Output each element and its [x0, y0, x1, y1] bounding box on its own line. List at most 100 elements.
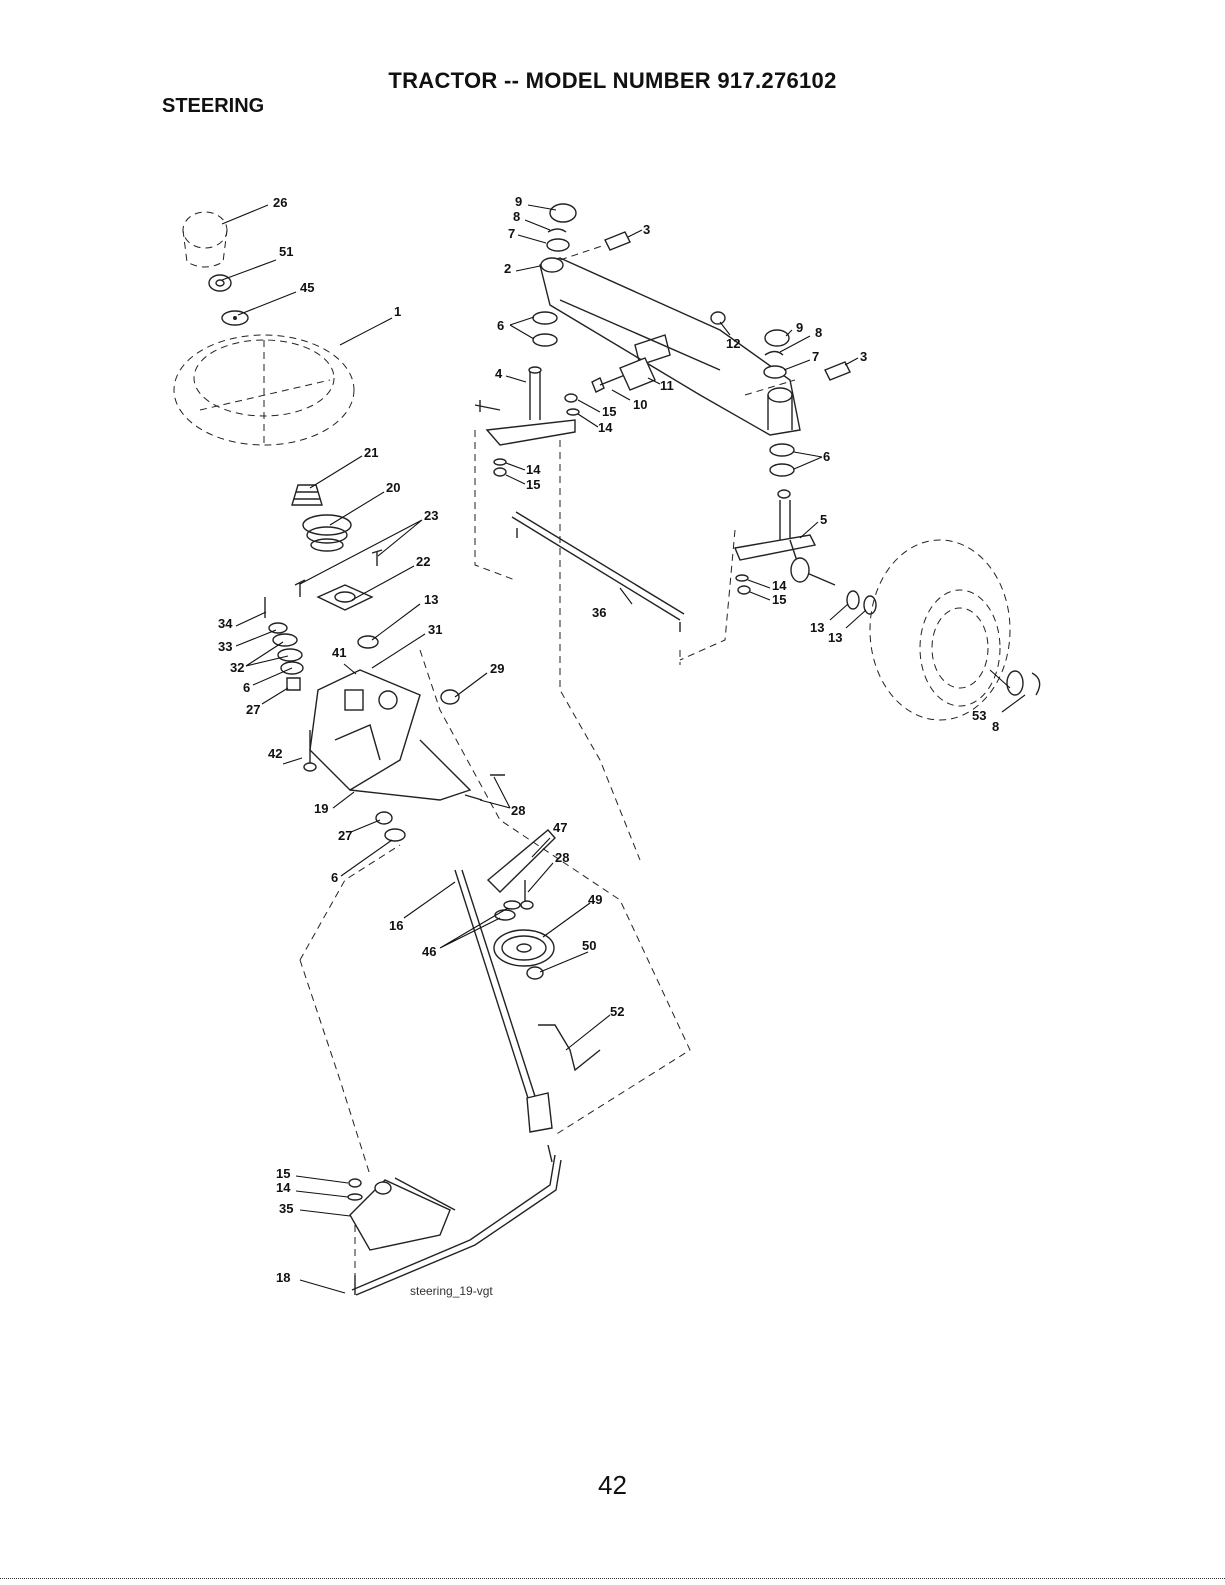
callout-42: 42	[268, 746, 282, 761]
nut-50	[527, 967, 543, 979]
callout-7-left: 7	[508, 226, 515, 241]
callout-1: 1	[394, 304, 401, 319]
callout-9-right: 9	[796, 320, 803, 335]
bushings-6-left	[533, 312, 557, 346]
clip-8-left	[548, 229, 566, 232]
callout-49: 49	[588, 892, 602, 907]
callout-6-axle-right: 6	[823, 449, 830, 464]
callout-32: 32	[230, 660, 244, 675]
steering-wheel-cap	[183, 212, 227, 267]
callout-53: 53	[972, 708, 986, 723]
callout-2: 2	[504, 261, 511, 276]
callout-8-left: 8	[513, 209, 520, 224]
callout-27-lower: 27	[338, 828, 352, 843]
washer-7-left	[547, 239, 569, 251]
callout-19: 19	[314, 801, 328, 816]
callout-7-right: 7	[812, 349, 819, 364]
idler-bracket-47	[488, 830, 555, 892]
callout-13-upper: 13	[424, 592, 438, 607]
washers-46	[495, 901, 520, 920]
callout-46: 46	[422, 944, 436, 959]
callout-5: 5	[820, 512, 827, 527]
callout-6-lower: 6	[331, 870, 338, 885]
bushing-27-lower	[376, 812, 405, 841]
washers-13-wheel	[847, 591, 876, 614]
bolt-28-lower	[521, 880, 533, 909]
callout-41: 41	[332, 645, 346, 660]
callout-50: 50	[582, 938, 596, 953]
steering-shaft-16	[455, 870, 552, 1132]
callout-47: 47	[553, 820, 567, 835]
callout-23: 23	[424, 508, 438, 523]
callout-12: 12	[726, 336, 740, 351]
callout-52: 52	[610, 1004, 624, 1019]
callout-18: 18	[276, 1270, 290, 1285]
callout-27-upper: 27	[246, 702, 260, 717]
callout-51: 51	[279, 244, 293, 259]
bushing-22	[318, 585, 372, 610]
nut-29	[441, 690, 459, 704]
front-wheel	[870, 540, 1010, 720]
axle-cap-9-right	[765, 330, 789, 346]
fasteners-14-15-right	[736, 575, 750, 594]
axle-cap-9-left	[550, 204, 576, 222]
callout-10: 10	[633, 397, 647, 412]
callout-28-upper: 28	[511, 803, 525, 818]
bottom-rule	[0, 1578, 1225, 1579]
clip-8-wheel	[1032, 673, 1040, 695]
boot-20	[303, 515, 351, 551]
callout-16: 16	[389, 918, 403, 933]
callout-11: 11	[660, 378, 674, 393]
callout-15-right: 15	[772, 592, 786, 607]
sector-gear-35	[350, 1178, 455, 1250]
callout-6-axle-left: 6	[497, 318, 504, 333]
bushings-6-right	[770, 444, 794, 476]
callout-13-b: 13	[828, 630, 842, 645]
callout-8-right: 8	[815, 325, 822, 340]
grease-fitting-3-left	[605, 232, 630, 250]
bolt-10	[592, 375, 625, 392]
callout-14-right: 14	[772, 578, 787, 593]
spacer-stack-left	[265, 597, 303, 690]
callout-8-wheel: 8	[992, 719, 999, 734]
callout-36: 36	[592, 605, 606, 620]
callout-15-center: 15	[602, 404, 616, 419]
callout-21: 21	[364, 445, 378, 460]
callout-31: 31	[428, 622, 442, 637]
callout-14-bottom: 14	[276, 1180, 291, 1195]
spindle-4	[475, 367, 575, 445]
callout-35: 35	[279, 1201, 293, 1216]
callout-4: 4	[495, 366, 503, 381]
callout-6-left: 6	[243, 680, 250, 695]
nut-12	[711, 312, 725, 324]
adapter-21	[292, 485, 322, 505]
callout-26: 26	[273, 195, 287, 210]
fasteners-15-14-center	[565, 394, 579, 415]
callout-9-left: 9	[515, 194, 522, 209]
callout-15-left: 15	[526, 477, 540, 492]
page-number: 42	[0, 1470, 1225, 1501]
callout-3-right: 3	[860, 349, 867, 364]
callout-13-a: 13	[810, 620, 824, 635]
callout-14-center: 14	[598, 420, 613, 435]
callout-34: 34	[218, 616, 233, 631]
spindle-5	[735, 490, 835, 585]
fasteners-14-15-left	[494, 459, 506, 476]
washer-7-right	[764, 366, 786, 378]
callout-14-left: 14	[526, 462, 541, 477]
callout-29: 29	[490, 661, 504, 676]
fasteners-15-14	[348, 1179, 362, 1200]
callout-22: 22	[416, 554, 430, 569]
steering-wheel	[174, 335, 354, 445]
callout-20: 20	[386, 480, 400, 495]
diagram-caption: steering_19-vgt	[410, 1284, 493, 1298]
callout-45: 45	[300, 280, 314, 295]
callout-15-bottom: 15	[276, 1166, 290, 1181]
steering-bracket-19	[310, 670, 470, 800]
callout-33: 33	[218, 639, 232, 654]
callout-28-lower: 28	[555, 850, 569, 865]
washer-53	[1007, 671, 1023, 695]
front-axle-2	[540, 258, 800, 435]
callout-3-left: 3	[643, 222, 650, 237]
